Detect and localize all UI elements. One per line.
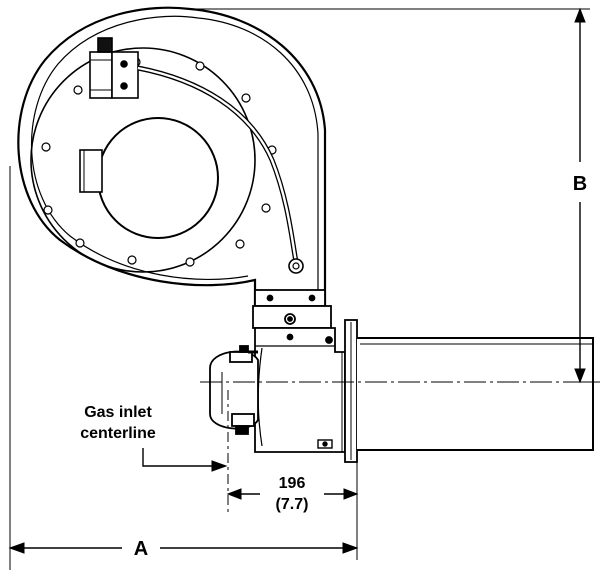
body-lower-fitting [317, 439, 333, 449]
fan-outlet-neck [252, 289, 332, 329]
burner-body [254, 327, 346, 453]
pressure-switch [89, 37, 139, 99]
dimension-a-label: A [134, 538, 148, 560]
dimension-196 [226, 488, 359, 500]
fan-inlet-circle [97, 117, 219, 239]
dimension-196-value: 196 [279, 475, 306, 492]
dimension-b [190, 7, 600, 384]
dimension-b-label: B [573, 173, 587, 195]
dimension-a [8, 166, 359, 570]
inlet-lug [79, 149, 103, 193]
gas-inlet-label-line2: centerline [80, 425, 156, 442]
sensing-tube [137, 65, 304, 274]
fan-housing-inner [30, 15, 319, 306]
fan-plate [30, 47, 256, 273]
fan-housing [17, 6, 327, 306]
gas-inlet-label-line1: Gas inlet [84, 404, 152, 421]
plate-bolts [41, 57, 277, 267]
gas-inlet-assembly [209, 345, 259, 435]
mounting-flange [344, 319, 358, 463]
fan-housing-outer [17, 6, 327, 306]
gas-inlet-leader [142, 448, 228, 472]
blast-tube [357, 337, 594, 451]
dimension-196-inch-value: (7.7) [276, 496, 309, 513]
